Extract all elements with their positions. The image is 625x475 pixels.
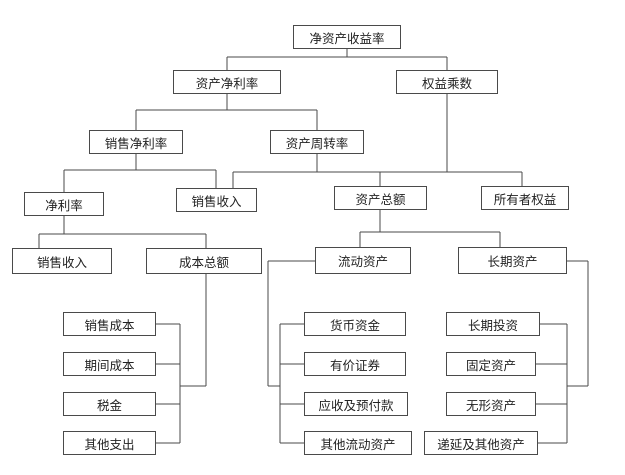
node-sales-revenue-mid: 销售收入 [176, 188, 257, 212]
node-roe: 净资产收益率 [293, 25, 401, 49]
node-net-profit-margin: 销售净利率 [89, 130, 183, 154]
node-fixed-assets: 固定资产 [446, 352, 536, 376]
node-current-assets: 流动资产 [315, 247, 411, 274]
node-cost-of-sales: 销售成本 [63, 312, 156, 336]
node-long-term-investment: 长期投资 [446, 312, 540, 336]
node-net-profit: 净利率 [24, 192, 104, 216]
node-long-term-assets: 长期资产 [458, 247, 567, 274]
node-other-current-assets: 其他流动资产 [304, 431, 412, 455]
node-period-costs: 期间成本 [63, 352, 156, 376]
node-total-cost: 成本总额 [146, 248, 262, 274]
node-return-on-assets: 资产净利率 [173, 70, 281, 94]
node-intangible-assets: 无形资产 [446, 392, 536, 416]
node-taxes: 税金 [63, 392, 156, 416]
node-asset-turnover: 资产周转率 [270, 130, 364, 154]
node-receivables-prepayments: 应收及预付款 [304, 392, 408, 416]
node-securities: 有价证券 [304, 352, 406, 376]
node-total-assets: 资产总额 [334, 186, 427, 210]
node-owners-equity: 所有者权益 [481, 186, 569, 210]
node-other-expenses: 其他支出 [63, 431, 156, 455]
node-deferred-other-assets: 递延及其他资产 [424, 431, 538, 455]
node-monetary-funds: 货币资金 [304, 312, 406, 336]
node-sales-revenue-left: 销售收入 [12, 248, 112, 274]
node-equity-multiplier: 权益乘数 [396, 70, 498, 94]
